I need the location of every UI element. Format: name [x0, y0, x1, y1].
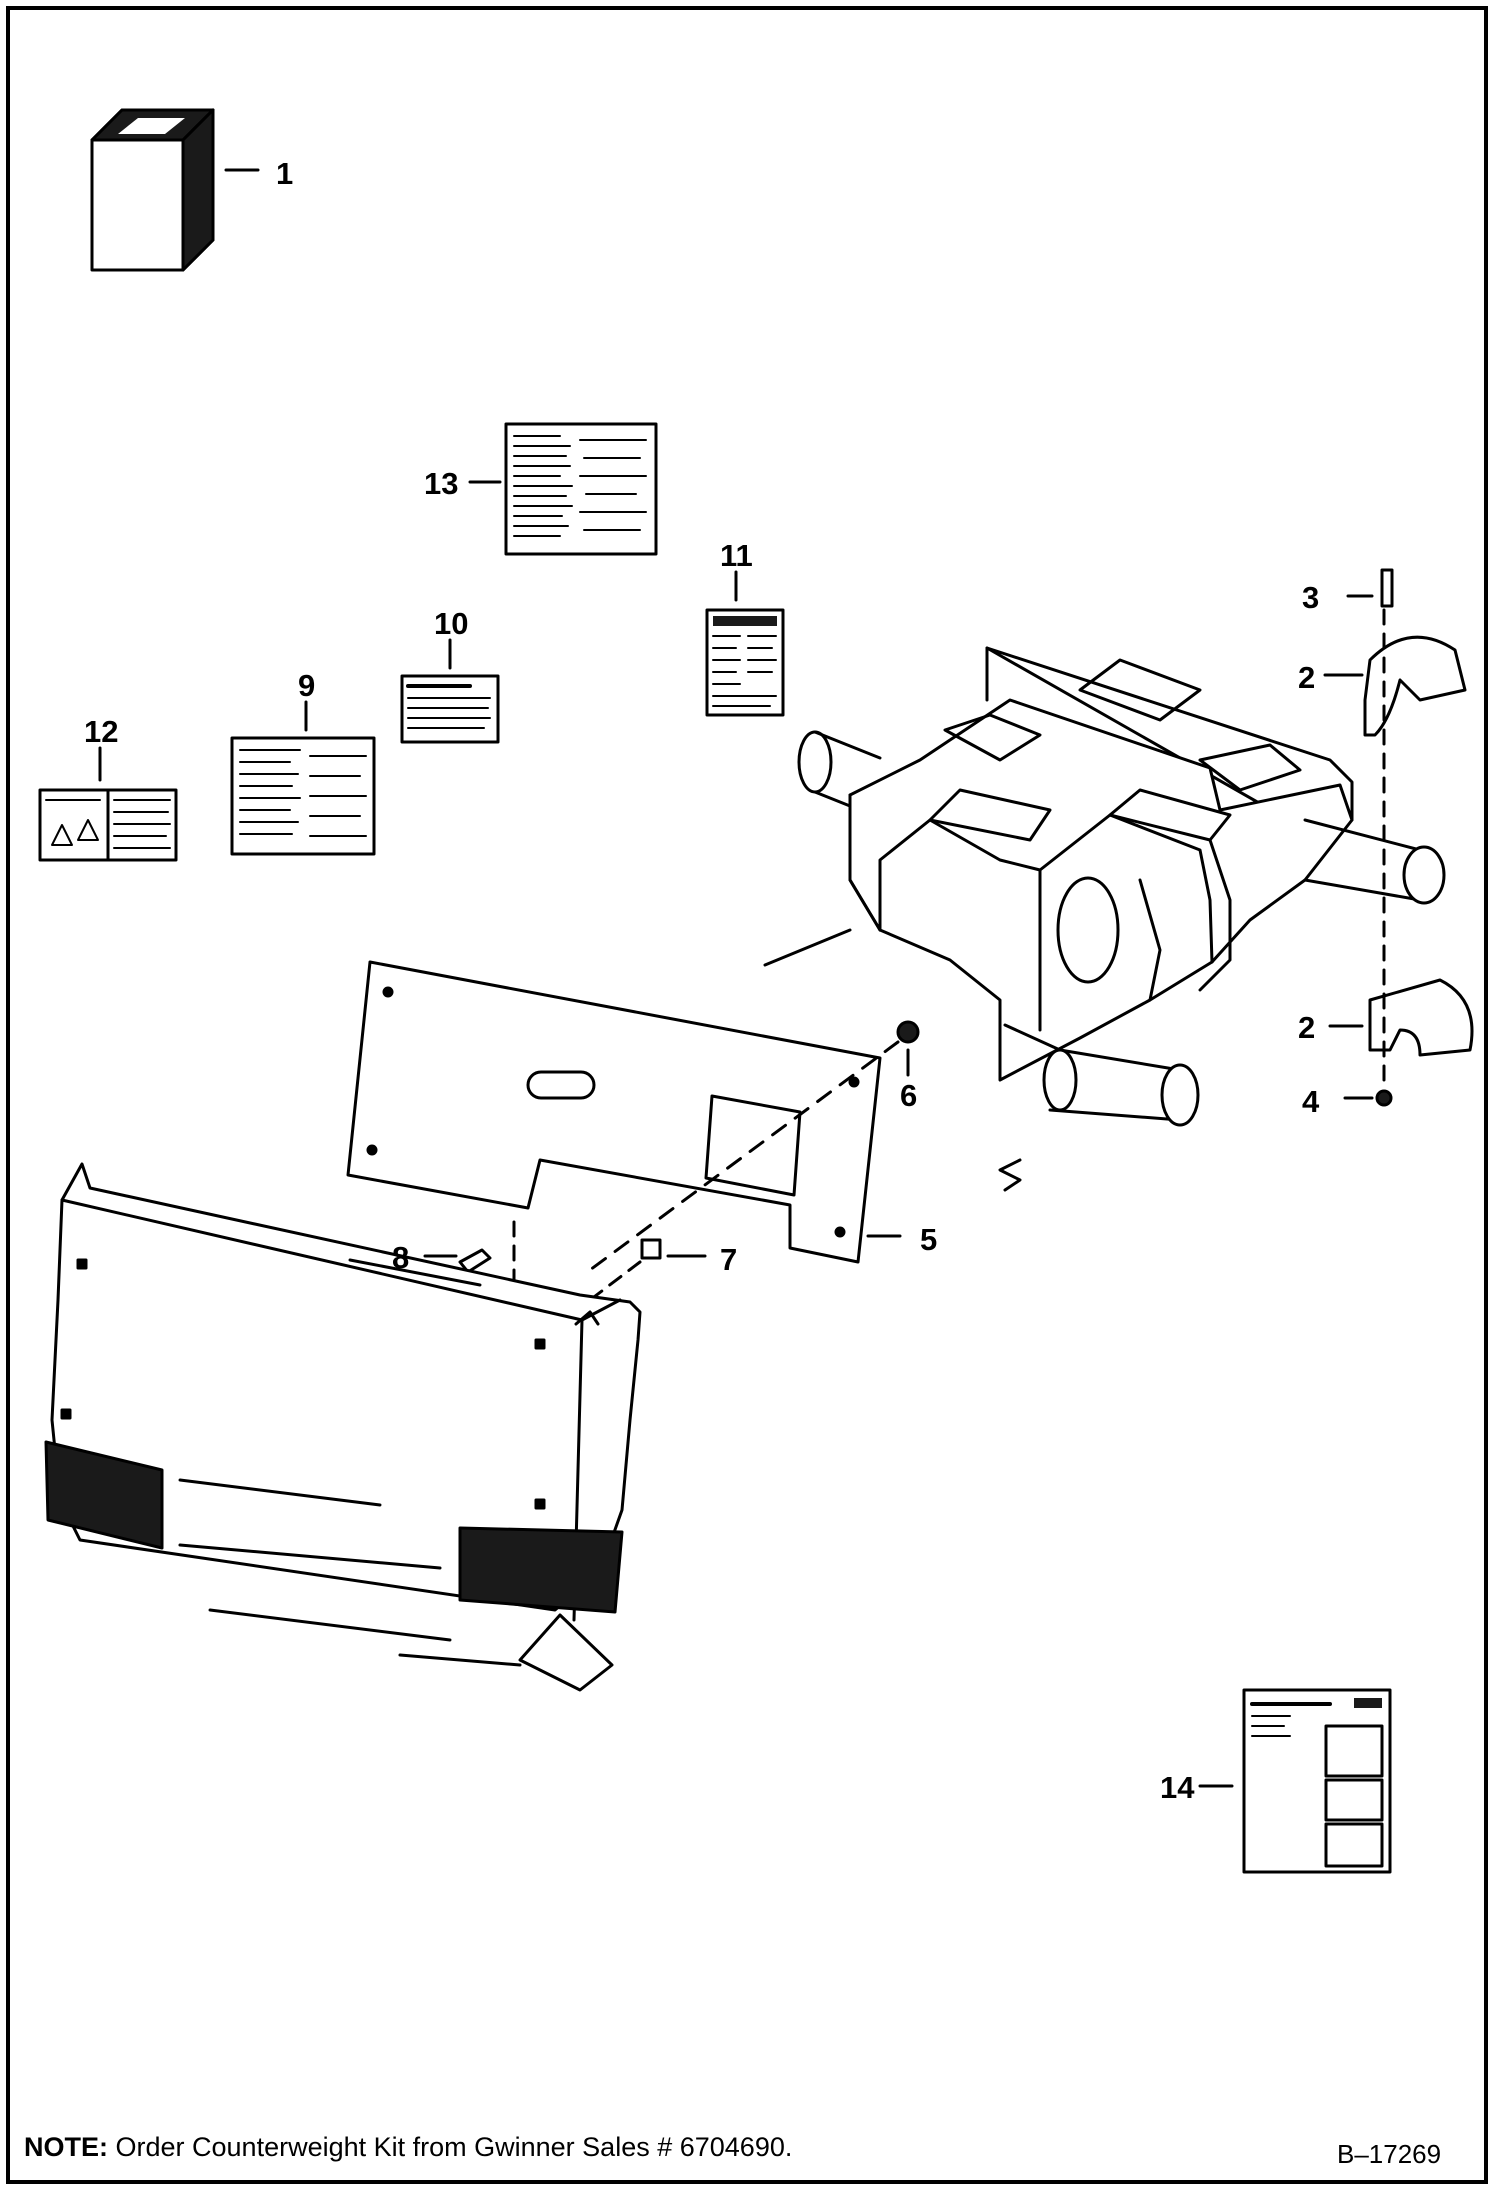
part-6-nut: [896, 1020, 920, 1077]
callout-6: 6: [900, 1078, 918, 1113]
part-4-nut: [1343, 1089, 1393, 1107]
callout-11: 11: [720, 538, 753, 573]
note-text: Order Counterweight Kit from Gwinner Sal…: [108, 2132, 793, 2162]
callout-12: 12: [84, 714, 119, 749]
callout-1: 1: [276, 156, 294, 191]
part-10-decal: [400, 638, 500, 744]
part-11-decal: [705, 570, 785, 717]
callout-5: 5: [920, 1222, 938, 1257]
machine-frame: [763, 646, 1446, 1192]
callout-2-upper: 2: [1298, 660, 1316, 695]
callout-8: 8: [392, 1240, 410, 1275]
rear-counterweight: [44, 1162, 642, 1692]
note-label: NOTE:: [24, 2132, 108, 2162]
figure-number: B–17269: [1337, 2139, 1442, 2169]
part-13-decal: [468, 422, 658, 556]
callout-9: 9: [298, 668, 316, 703]
page-frame: [6, 6, 1488, 2184]
part-5-panel: [346, 960, 902, 1264]
part-3-bolt: [1346, 568, 1394, 608]
part-7-washer: [640, 1238, 707, 1260]
part-14-instruction-sheet: [1198, 1688, 1392, 1874]
part-12-decal: [38, 746, 178, 862]
part-9-decal: [230, 700, 376, 856]
callout-4: 4: [1302, 1084, 1320, 1119]
callout-13: 13: [424, 466, 459, 501]
part-2-upper-clamp: [1323, 635, 1467, 737]
callout-2-lower: 2: [1298, 1010, 1316, 1045]
callout-7: 7: [720, 1242, 738, 1277]
note: NOTE: Order Counterweight Kit from Gwinn…: [24, 2132, 792, 2163]
callout-14: 14: [1160, 1770, 1195, 1805]
part-2-lower-clamp: [1328, 978, 1474, 1057]
part-1-kit-box: [90, 108, 260, 272]
callout-3: 3: [1302, 580, 1320, 615]
callout-10: 10: [434, 606, 469, 641]
